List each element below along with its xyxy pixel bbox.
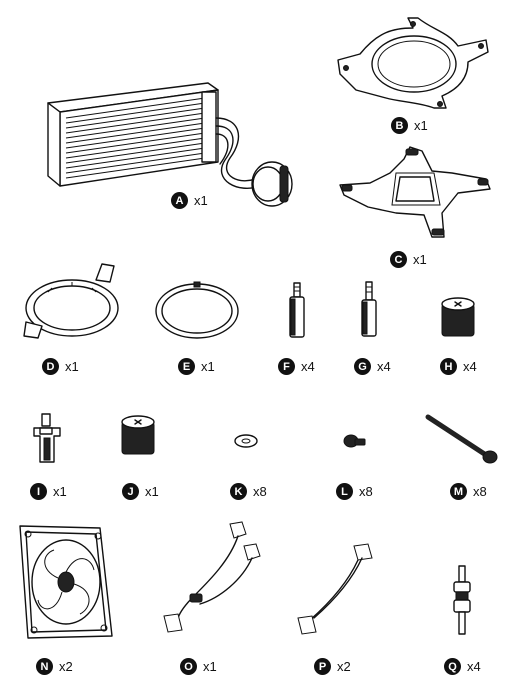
label-f: F x4 [278,358,315,375]
amd-bracket-illustration [337,17,489,110]
badge-f: F [278,358,295,375]
badge-q: Q [444,658,461,675]
qty-l: x8 [359,484,373,499]
splitter-cable-illustration [160,520,264,636]
qty-g: x4 [377,359,391,374]
screw-short-illustration [343,433,367,453]
label-m: M x8 [450,483,487,500]
label-n: N x2 [36,658,73,675]
screw-long-illustration [424,413,500,465]
qty-n: x2 [59,659,73,674]
badge-k: K [230,483,247,500]
badge-e: E [178,358,195,375]
ring-illustration [154,280,240,342]
qty-d: x1 [65,359,79,374]
badge-l: L [336,483,353,500]
qty-c: x1 [413,252,427,267]
qty-a: x1 [194,193,208,208]
badge-i: I [30,483,47,500]
label-a: A x1 [171,192,208,209]
standoff-long-illustration [358,281,380,338]
qty-b: x1 [414,118,428,133]
label-k: K x8 [230,483,267,500]
label-p: P x2 [314,658,351,675]
retention-ring-illustration [18,262,124,344]
intel-bracket-illustration [339,146,491,239]
badge-n: N [36,658,53,675]
washer-illustration [233,433,259,449]
badge-c: C [390,251,407,268]
qty-e: x1 [201,359,215,374]
badge-m: M [450,483,467,500]
label-q: Q x4 [444,658,481,675]
thumb-nut-small-illustration [120,414,156,456]
qty-o: x1 [203,659,217,674]
extension-cable-illustration [296,543,380,636]
qty-f: x4 [301,359,315,374]
thumb-nut-illustration [440,296,476,338]
qty-q: x4 [467,659,481,674]
radiator-pump-illustration [40,78,300,213]
badge-d: D [42,358,59,375]
label-d: D x1 [42,358,79,375]
badge-o: O [180,658,197,675]
badge-b: B [391,117,408,134]
qty-j: x1 [145,484,159,499]
clip-illustration [30,413,66,464]
badge-h: H [440,358,457,375]
label-g: G x4 [354,358,391,375]
badge-g: G [354,358,371,375]
qty-m: x8 [473,484,487,499]
qty-k: x8 [253,484,267,499]
rubber-stud-illustration [450,565,474,636]
qty-h: x4 [463,359,477,374]
badge-a: A [171,192,188,209]
badge-j: J [122,483,139,500]
label-o: O x1 [180,658,217,675]
label-i: I x1 [30,483,67,500]
fan-illustration [16,522,116,642]
label-j: J x1 [122,483,159,500]
label-h: H x4 [440,358,477,375]
qty-p: x2 [337,659,351,674]
standoff-short-illustration [286,282,308,339]
label-l: L x8 [336,483,373,500]
badge-p: P [314,658,331,675]
label-e: E x1 [178,358,215,375]
label-c: C x1 [390,251,427,268]
qty-i: x1 [53,484,67,499]
label-b: B x1 [391,117,428,134]
